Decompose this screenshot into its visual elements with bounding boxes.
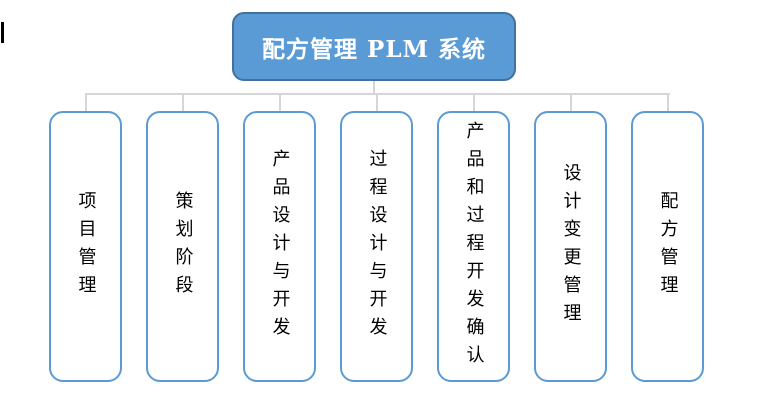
branch-node-label: 设计变更管理 [560, 162, 582, 331]
branch-node-label: 过程设计与开发 [366, 148, 388, 345]
branch-node-label: 产品和过程开发确认 [463, 120, 485, 373]
branch-node-product-process-confirmation: 产品和过程开发确认 [437, 111, 510, 382]
branch-node-product-design-development: 产品设计与开发 [243, 111, 316, 382]
branch-node-label: 产品设计与开发 [269, 148, 291, 345]
connector-branch-stub-2 [181, 94, 184, 112]
connector-branch-stub-1 [84, 94, 87, 112]
connector-branch-stub-7 [666, 94, 669, 112]
connector-root-stub [373, 81, 375, 94]
text-cursor-mark [1, 22, 4, 43]
connector-branch-stub-3 [278, 94, 281, 112]
branch-node-planning-phase: 策划阶段 [146, 111, 219, 382]
branch-node-label: 项目管理 [75, 190, 97, 303]
branch-node-label: 配方管理 [657, 190, 679, 303]
branch-node-formula-management: 配方管理 [631, 111, 704, 382]
branch-node-project-management: 项目管理 [49, 111, 122, 382]
branch-node-process-design-development: 过程设计与开发 [340, 111, 413, 382]
connector-branch-stub-5 [472, 94, 475, 112]
connector-branch-stub-4 [375, 94, 378, 112]
connector-branch-stub-6 [569, 94, 572, 112]
root-node-plm-system: 配方管理 PLM 系统 [232, 12, 516, 81]
root-node-label: 配方管理 PLM 系统 [262, 35, 486, 63]
branch-node-label: 策划阶段 [172, 190, 194, 303]
branch-node-design-change-management: 设计变更管理 [534, 111, 607, 382]
